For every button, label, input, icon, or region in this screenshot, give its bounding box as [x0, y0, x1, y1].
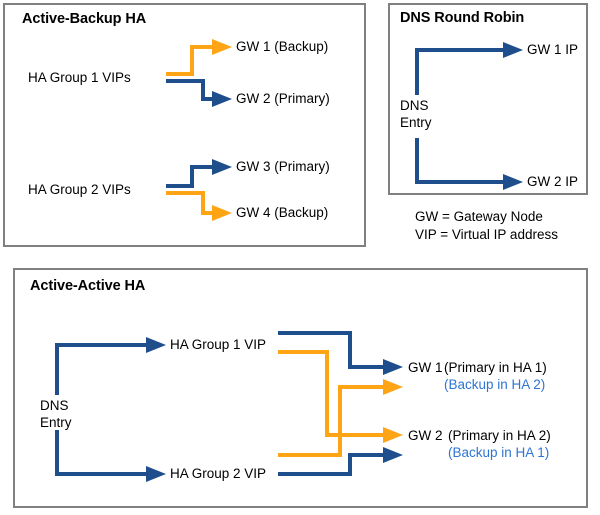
label-gw-3-primary: GW 3 (Primary) — [236, 159, 330, 174]
label-gw-1-ip: GW 1 IP — [527, 42, 579, 57]
label-ha-group-2-vips: HA Group 2 VIPs — [28, 182, 131, 197]
label-aa-gw-2-primary: (Primary in HA 2) — [448, 428, 551, 443]
label-aa-gw-2-name: GW 2 — [408, 428, 443, 443]
label-ha-group-2-vip: HA Group 2 VIP — [170, 466, 267, 481]
label-ha-group-1-vips: HA Group 1 VIPs — [28, 70, 131, 85]
label-aa-gw-1-backup: (Backup in HA 2) — [444, 377, 546, 392]
label-dns-entry-line2: Entry — [400, 115, 432, 130]
label-aa-dns-entry-line1: DNS — [40, 398, 69, 413]
label-gw-4-backup: GW 4 (Backup) — [236, 205, 329, 220]
label-aa-gw-1-name: GW 1 — [408, 360, 443, 375]
label-aa-dns-entry-line2: Entry — [40, 415, 72, 430]
label-gw-2-ip: GW 2 IP — [527, 174, 579, 189]
label-aa-gw-1-primary: (Primary in HA 1) — [444, 360, 547, 375]
label-gw-1-backup: GW 1 (Backup) — [236, 39, 329, 54]
label-gw-2-primary: GW 2 (Primary) — [236, 91, 330, 106]
label-ha-group-1-vip: HA Group 1 VIP — [170, 337, 267, 352]
legend-line-gw: GW = Gateway Node — [415, 209, 543, 224]
panel-title-dns-round-robin: DNS Round Robin — [400, 10, 525, 26]
label-dns-entry-line1: DNS — [400, 98, 429, 113]
panel-title-active-backup: Active-Backup HA — [22, 11, 147, 27]
label-aa-gw-2-backup: (Backup in HA 1) — [448, 445, 550, 460]
legend-line-vip: VIP = Virtual IP address — [415, 227, 558, 242]
panel-title-active-active: Active-Active HA — [30, 278, 146, 294]
